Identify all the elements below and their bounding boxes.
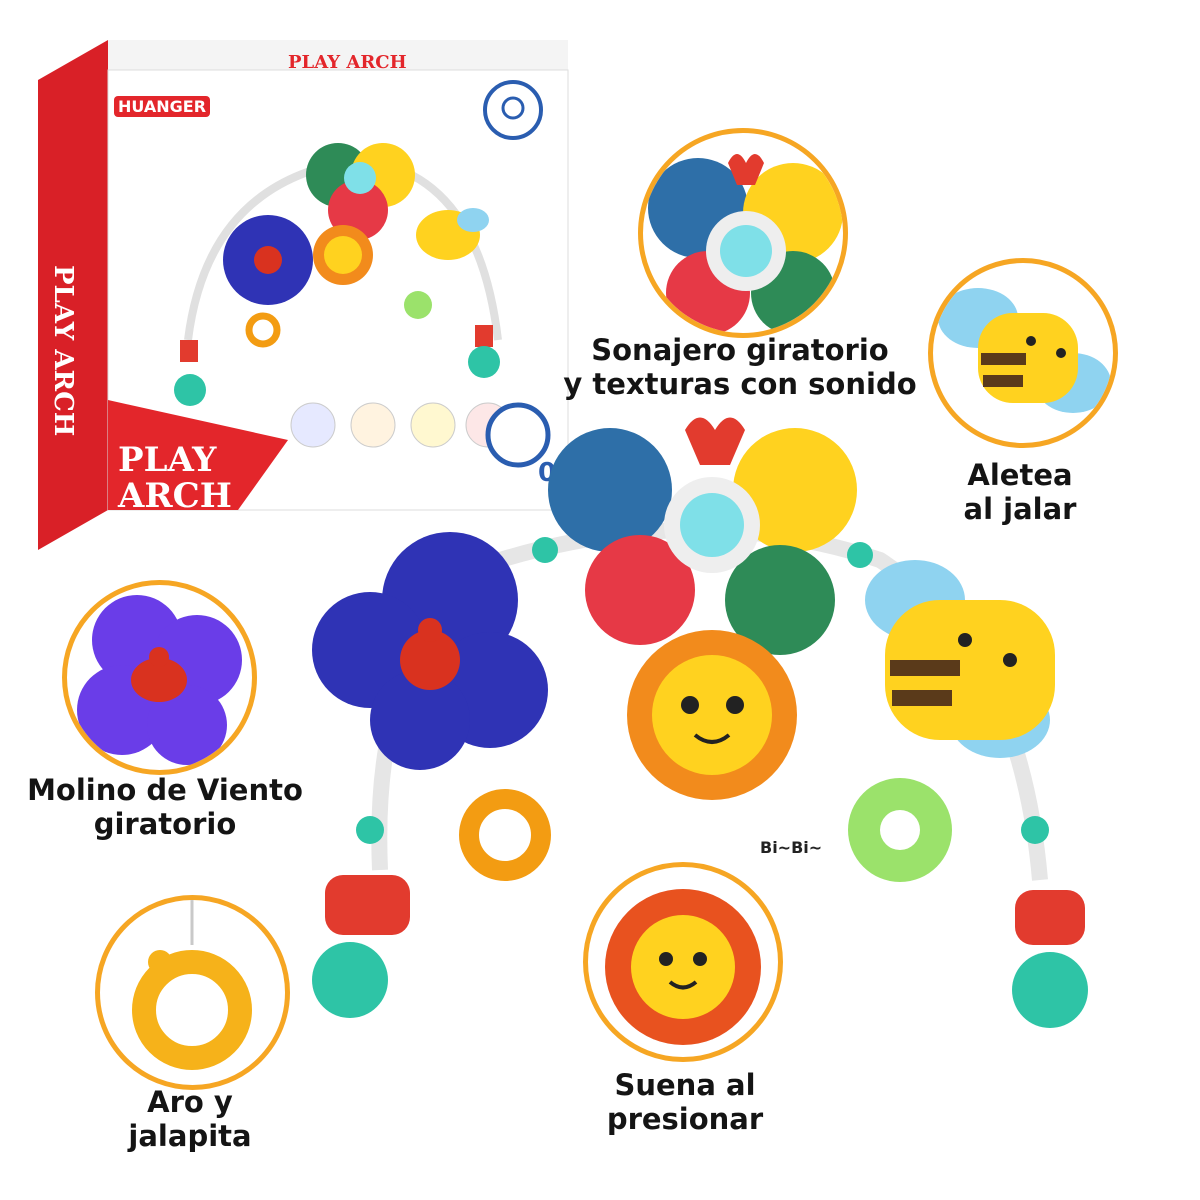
- bead: [1021, 816, 1049, 844]
- green-teether: [848, 778, 952, 882]
- ring-caption-1: Aro y: [147, 1085, 233, 1119]
- ring-detail-art: [132, 900, 252, 1070]
- windmill-caption-1: Molino de Viento: [27, 773, 303, 807]
- sun-caption-2: presionar: [606, 1102, 764, 1136]
- product-box-art: [38, 40, 569, 550]
- sunflower-toy: [627, 630, 797, 800]
- bee-toy: [865, 560, 1055, 758]
- rattle-detail-art: [648, 154, 843, 333]
- windmill-detail-art: [77, 595, 242, 765]
- bee-detail-art: [938, 288, 1111, 413]
- bee-callout-image: [928, 258, 1118, 448]
- windmill-callout-image: [62, 580, 257, 775]
- box-top-title: PLAY ARCH: [288, 52, 407, 73]
- rattle-flower: [548, 417, 857, 655]
- product-box: HUANGER PLAY ARCH PLAY ARCH PLAY ARCH 0+: [38, 40, 578, 550]
- bee-caption-2: al jalar: [963, 492, 1077, 526]
- bead: [532, 537, 558, 563]
- bead: [847, 542, 873, 568]
- box-brand: HUANGER: [114, 96, 211, 117]
- left-clip-pendant: [312, 875, 410, 1018]
- ring-caption-2: jalapita: [128, 1119, 252, 1153]
- rattle-callout-image: [638, 128, 848, 338]
- sound-effect-label: Bi~Bi~: [760, 838, 823, 857]
- ring-callout-image: [95, 895, 290, 1090]
- box-front-title-2: ARCH: [118, 476, 232, 516]
- right-clip-pendant: [1012, 890, 1088, 1028]
- box-front-title-1: PLAY: [118, 440, 217, 480]
- snail-ring: [459, 789, 551, 881]
- windmill-toy: [312, 532, 548, 770]
- bead: [356, 816, 384, 844]
- sun-callout-image: [583, 862, 783, 1062]
- sun-detail-art: [605, 889, 761, 1045]
- bee-caption-1: Aletea: [967, 458, 1073, 492]
- rattle-caption-2: y texturas con sonido: [563, 367, 917, 401]
- windmill-caption-2: giratorio: [93, 807, 237, 841]
- sun-caption-1: Suena al: [614, 1068, 756, 1102]
- rattle-caption-1: Sonajero giratorio: [591, 333, 889, 367]
